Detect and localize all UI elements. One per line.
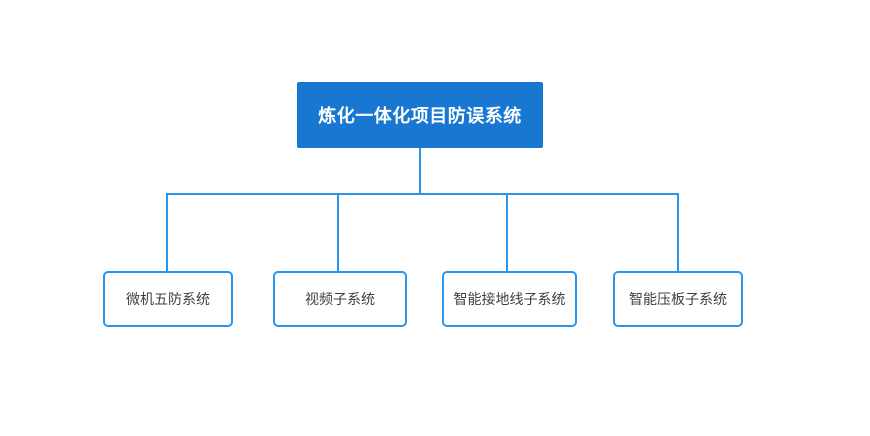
connector-drop-child-2 xyxy=(337,193,339,271)
connector-drop-child-1 xyxy=(166,193,168,271)
connector-root-stem xyxy=(419,148,421,194)
child-node-label: 微机五防系统 xyxy=(126,291,210,307)
connector-drop-child-4 xyxy=(677,193,679,271)
child-node-label: 智能压板子系统 xyxy=(629,291,727,307)
diagram-node-child-4[interactable]: 智能压板子系统 xyxy=(613,271,743,327)
connector-drop-child-3 xyxy=(506,193,508,271)
child-node-label: 智能接地线子系统 xyxy=(453,291,566,307)
root-node-label: 炼化一体化项目防误系统 xyxy=(318,106,522,126)
diagram-node-child-1[interactable]: 微机五防系统 xyxy=(103,271,233,327)
diagram-node-root[interactable]: 炼化一体化项目防误系统 xyxy=(297,82,543,148)
child-node-label: 视频子系统 xyxy=(305,291,375,307)
diagram-node-child-3[interactable]: 智能接地线子系统 xyxy=(442,271,577,327)
diagram-node-child-2[interactable]: 视频子系统 xyxy=(273,271,407,327)
connector-rail xyxy=(166,193,679,195)
